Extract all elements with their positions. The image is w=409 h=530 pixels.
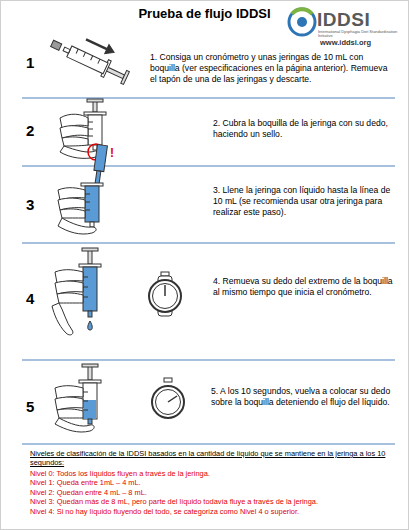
footer-heading: Niveles de clasificación de la IDDSI bas… — [30, 449, 395, 468]
level-note: Nivel 0: Todos los líquidos fluyen a tra… — [30, 469, 395, 479]
stop-drawing — [55, 397, 83, 410]
stop-drawing — [83, 410, 88, 411]
row-separator — [22, 98, 395, 444]
syringe-drawing — [76, 49, 78, 54]
flow-drawing — [52, 248, 101, 335]
stop-drawing — [84, 400, 96, 419]
logo-mark — [289, 9, 315, 35]
flow-drawing — [82, 248, 98, 251]
level-note: Nivel 2: Quedan entre 4 mL – 8 mL. — [30, 488, 395, 498]
flow-drawing — [55, 281, 83, 294]
flow-drawing — [83, 277, 88, 278]
logo-text: IDDSI — [317, 9, 407, 31]
stopwatch-symbol — [156, 390, 181, 415]
level-note: Nivel 3: Quedan más de 8 mL, pero parte … — [30, 497, 395, 507]
hand-syringe-drawing — [88, 115, 102, 145]
step-number: 3 — [26, 196, 46, 213]
hand-syringe-drawing — [60, 126, 88, 138]
step-text: 2. Cubra la boquilla de la jeringa con s… — [213, 118, 393, 140]
hand-syringe-drawing — [88, 122, 93, 123]
filling-drawing — [90, 222, 94, 227]
syringe-drawing — [105, 45, 116, 57]
filling-drawing — [58, 198, 85, 210]
row-separator — [22, 98, 395, 99]
row-separator — [22, 166, 395, 167]
flow-drawing — [52, 303, 73, 335]
syringe-drawing — [48, 23, 136, 87]
syringe-drawing — [86, 39, 107, 49]
hand-syringe-drawing — [88, 136, 93, 137]
filling-drawing — [85, 186, 99, 222]
step-number: 1 — [26, 54, 46, 71]
syringe-drawing — [98, 59, 100, 64]
filling-drawing — [60, 209, 85, 218]
step-number: 4 — [26, 290, 46, 307]
syringe-drawing — [83, 52, 85, 57]
filling-drawing — [85, 210, 90, 211]
stop-drawing — [82, 364, 98, 367]
stopwatch-symbol — [149, 280, 181, 312]
syringe-drawing — [67, 46, 108, 74]
warning-mark: ! — [110, 146, 120, 160]
step-text: 3. Llene la jeringa con líquido hasta la… — [213, 185, 393, 218]
filling-drawing — [94, 145, 108, 172]
flow-drawing — [83, 287, 88, 288]
flow-drawing — [83, 297, 88, 298]
syringe-drawing — [91, 56, 93, 61]
stop-drawing — [83, 401, 88, 402]
filling-drawing — [58, 218, 96, 234]
flow-drawing — [88, 311, 92, 317]
hand-syringe-drawing — [88, 129, 93, 130]
row-separator — [22, 243, 395, 244]
stop-drawing — [55, 364, 101, 432]
row-separator — [22, 444, 395, 445]
logo-mark — [292, 9, 312, 14]
filling-drawing — [85, 194, 90, 195]
step-text: 1. Consiga un cronómetro y unas jeringas… — [150, 52, 390, 85]
logo-mark — [289, 9, 315, 35]
flow-drawing — [88, 250, 92, 264]
syringe-drawing — [51, 40, 62, 50]
logo-mark — [297, 17, 307, 27]
stop-drawing — [88, 419, 92, 424]
stop-drawing — [55, 418, 94, 432]
level-note: Nivel 4: Si no hay líquido fluyendo del … — [30, 507, 395, 517]
step-number: 2 — [26, 122, 46, 139]
footer-notes: Niveles de clasificación de la IDDSI bas… — [30, 449, 395, 517]
row-separator — [22, 360, 395, 361]
filling-drawing — [58, 145, 107, 234]
hand-syringe-drawing — [60, 146, 100, 158]
stopwatch-symbol — [164, 285, 166, 296]
stopwatch-symbol — [152, 378, 184, 418]
flow-drawing — [83, 267, 97, 311]
step-text: 4. Remueva su dedo del extremo de la boq… — [213, 276, 393, 298]
flow-drawing — [88, 321, 93, 330]
syringe-drawing — [63, 47, 70, 53]
level-note: Nivel 1: Queda entre 1mL – 4 mL. — [30, 478, 395, 488]
stop-drawing — [83, 383, 97, 419]
flow-drawing — [57, 293, 83, 303]
stopwatch-symbol — [168, 396, 177, 402]
stopwatch-symbol — [164, 378, 172, 382]
website-url: www.iddsi.org — [320, 38, 405, 47]
hand-syringe-drawing — [87, 99, 103, 102]
step-text: 5. A los 10 segundos, vuelva a colocar s… — [211, 386, 396, 408]
logo-subtitle: International Dysphagia Diet Standardisa… — [318, 30, 406, 39]
filling-drawing — [85, 202, 90, 203]
stopwatch-symbol — [152, 386, 184, 418]
hand-syringe-drawing — [62, 137, 88, 146]
stop-drawing — [57, 409, 83, 418]
stopwatch-symbol — [153, 284, 178, 309]
step-number: 5 — [26, 398, 46, 415]
stopwatch-symbol — [149, 272, 181, 316]
stop-drawing — [83, 392, 88, 393]
stop-drawing — [88, 366, 92, 380]
syringe-drawing — [121, 70, 130, 84]
stopwatch-symbol — [161, 272, 169, 276]
